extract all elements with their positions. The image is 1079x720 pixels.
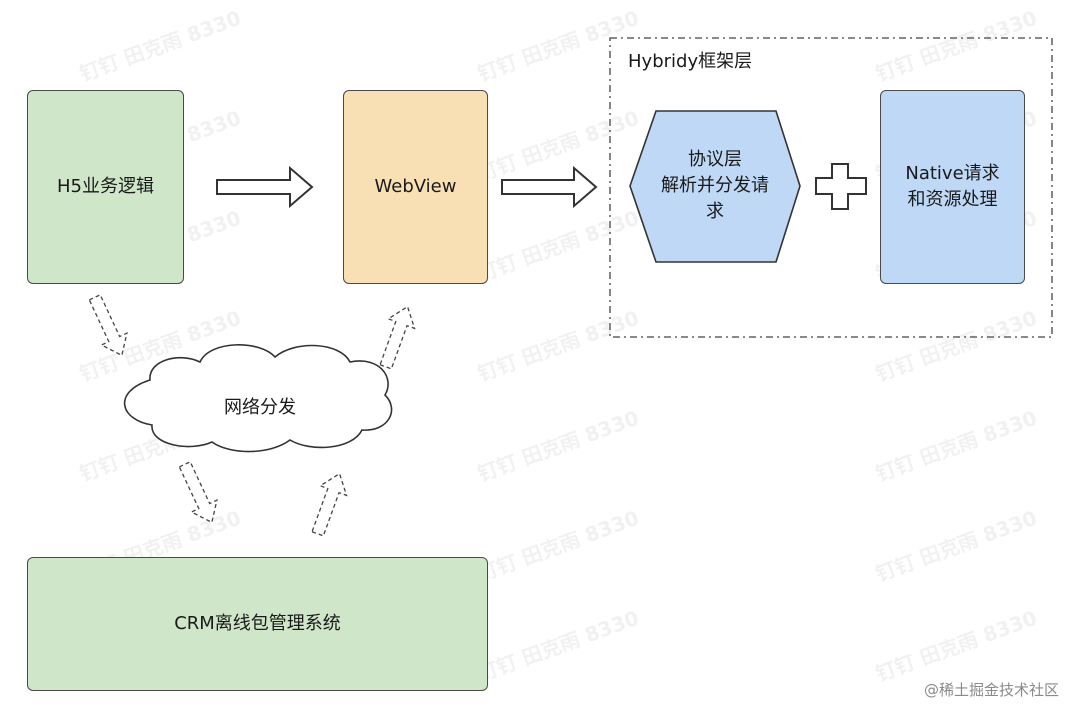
dashed-arrow-crm-to-network [311,472,348,537]
hybrid-frame-title: Hybridy框架层 [628,51,753,72]
protocol-hexagon [629,110,801,263]
hybrid-frame-border [609,37,1053,338]
network-cloud [123,344,393,453]
crm-box: CRM离线包管理系统 [27,557,488,691]
webview-label: WebView [374,176,457,197]
dashed-arrow-network-to-crm [178,460,218,524]
arrow-webview-to-hybrid [501,165,598,209]
native-label: Native请求 和资源处理 [905,163,1000,210]
webview-box: WebView [343,90,488,284]
credit-text: @稀土掘金技术社区 [923,681,1059,699]
network-label: 网络分发 [224,397,296,418]
native-box: Native请求 和资源处理 [880,90,1025,284]
h5-logic-box: H5业务逻辑 [27,90,184,284]
dashed-arrow-network-to-webview [379,305,416,370]
h5-logic-label: H5业务逻辑 [57,176,154,197]
crm-label: CRM离线包管理系统 [174,613,341,634]
plus-icon [815,163,867,210]
dashed-arrow-h5-to-network [88,293,128,357]
protocol-label: 协议层 解析并分发请 求 [661,149,769,222]
arrow-h5-to-webview [216,165,314,209]
